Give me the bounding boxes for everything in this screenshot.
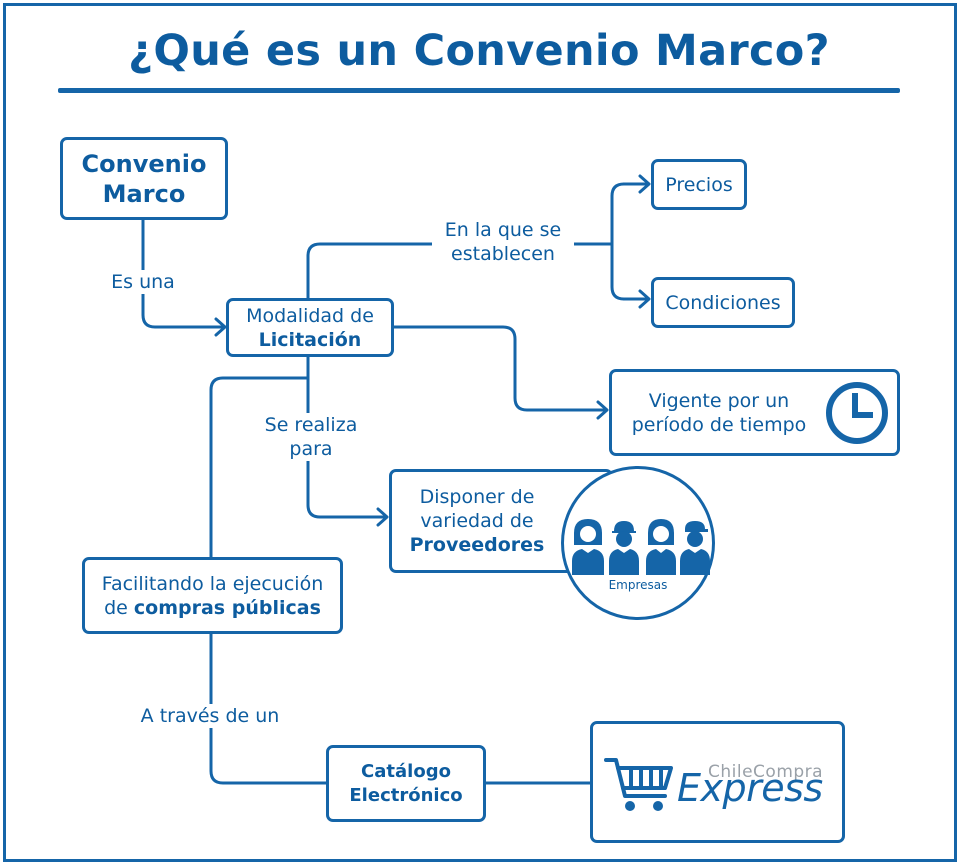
people-icon [572, 519, 710, 575]
arrowhead [638, 174, 651, 194]
logo-text-top: ChileCompra [708, 762, 824, 782]
edge-branch-split [610, 182, 626, 301]
node-catalogo-electronico: Catálogo Electrónico [326, 745, 486, 822]
edge-modalidad-disponer [306, 354, 388, 519]
edge-label-a-traves: A través de un [126, 704, 294, 728]
vigente-text: Vigente por un período de tiempo [631, 389, 807, 436]
arrowhead [214, 317, 227, 337]
edge-modalidad-branch [306, 242, 614, 300]
node-condiciones: Condiciones [651, 277, 795, 328]
clock-icon [826, 382, 888, 444]
node-precios: Precios [651, 159, 747, 210]
facilitando-line2: de compras públicas [104, 596, 321, 619]
outer-frame [3, 3, 957, 862]
empresas-label: Empresas [608, 578, 668, 592]
node-convenio-marco: Convenio Marco [60, 137, 228, 220]
edge-modalidad-vigente [391, 325, 608, 412]
arrowhead [596, 400, 609, 420]
disponer-text: Disponer de variedad de Proveedores [409, 486, 545, 556]
node-vigente: Vigente por un período de tiempo [609, 369, 900, 456]
edge-label-establecen: En la que se establecen [432, 218, 574, 266]
edge-convenio-modalidad [141, 216, 226, 329]
edge-facilitando-modalidad [209, 376, 310, 560]
title-underline [58, 88, 900, 93]
edge-label-es-una: Es una [100, 270, 186, 294]
chilecompra-express-logo: ChileCompra Express [590, 721, 845, 843]
arrowhead [638, 289, 651, 309]
node-modalidad-licitacion: Modalidad de Licitación [226, 298, 394, 357]
empresas-badge: Empresas [561, 466, 715, 620]
edge-facilitando-catalogo [209, 631, 329, 785]
shopping-cart-icon [604, 758, 673, 811]
node-facilitando: Facilitando la ejecución de compras públ… [82, 557, 343, 634]
arrowhead [376, 507, 389, 527]
page-title: ¿Qué es un Convenio Marco? [128, 26, 830, 76]
logo-text-main: Express [677, 766, 823, 810]
edge-label-se-realiza: Se realiza para [252, 413, 370, 461]
